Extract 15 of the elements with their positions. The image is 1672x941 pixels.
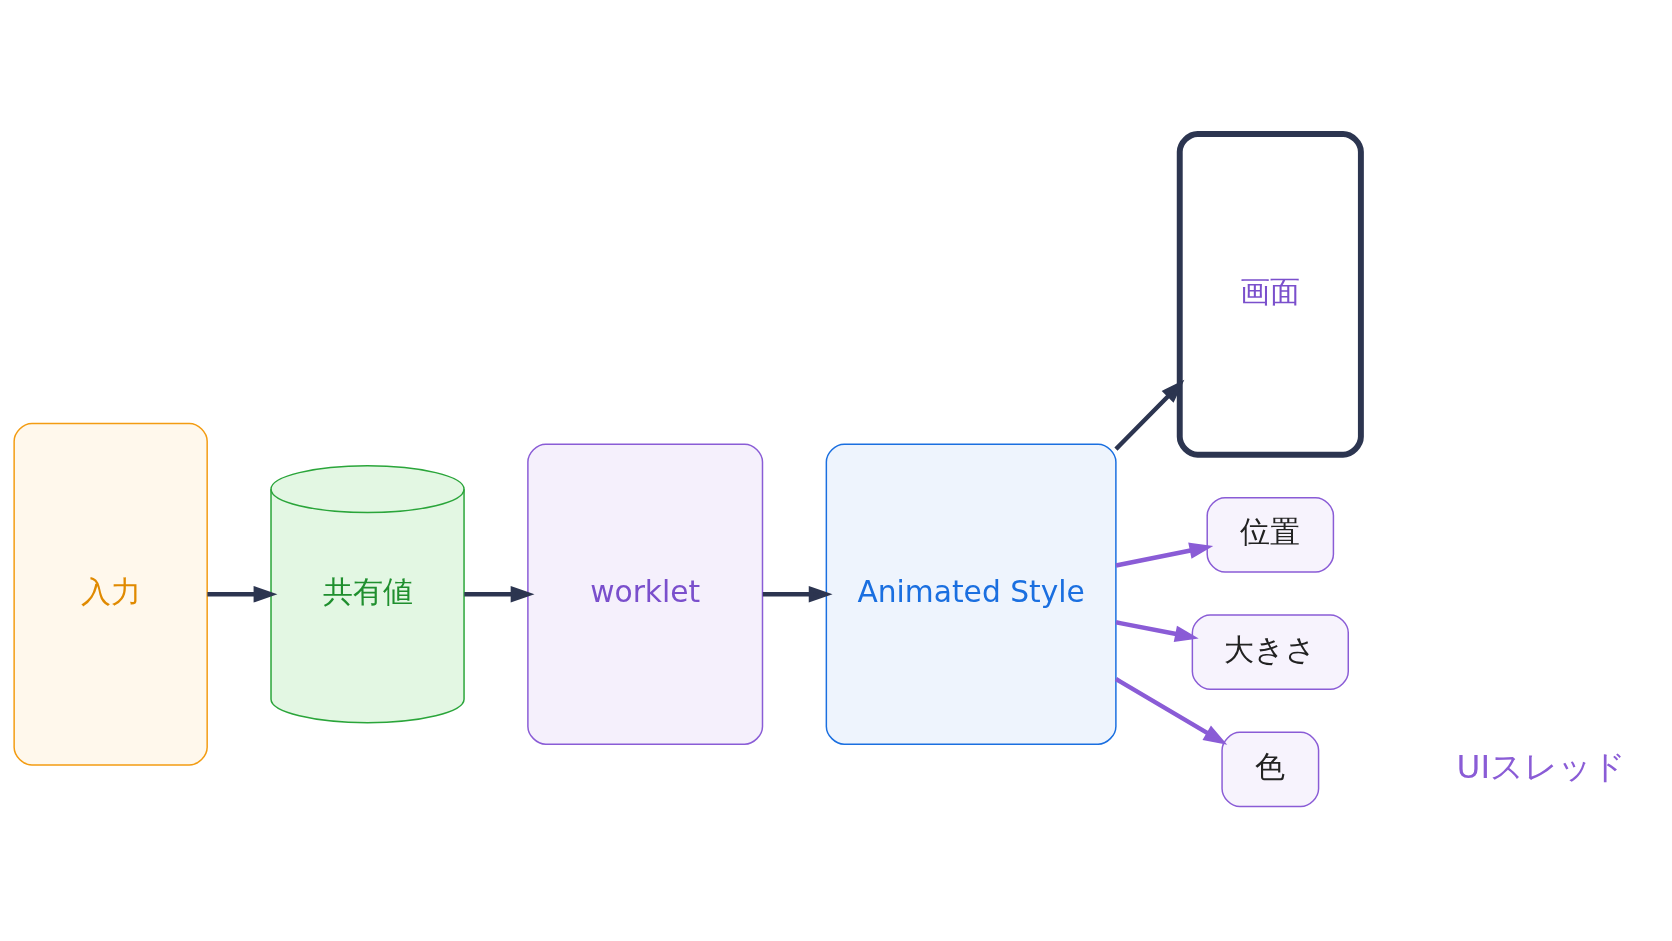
arrow <box>464 585 535 603</box>
node-box: worklet <box>527 443 764 745</box>
node-box: 大きさ <box>1191 613 1349 690</box>
node-box: 色 <box>1221 731 1320 807</box>
arrow <box>1114 676 1228 745</box>
node-box: 入力 <box>13 422 208 766</box>
node-box: 画面 <box>1176 130 1364 458</box>
arrow <box>1115 619 1199 642</box>
arrow <box>1114 379 1185 451</box>
arrow <box>1115 542 1214 568</box>
label: UIスレッド <box>1456 747 1627 786</box>
arrow <box>762 585 833 603</box>
node-box: 位置 <box>1206 496 1335 573</box>
arrow <box>207 585 278 603</box>
node-box: Animated Style <box>825 443 1117 745</box>
